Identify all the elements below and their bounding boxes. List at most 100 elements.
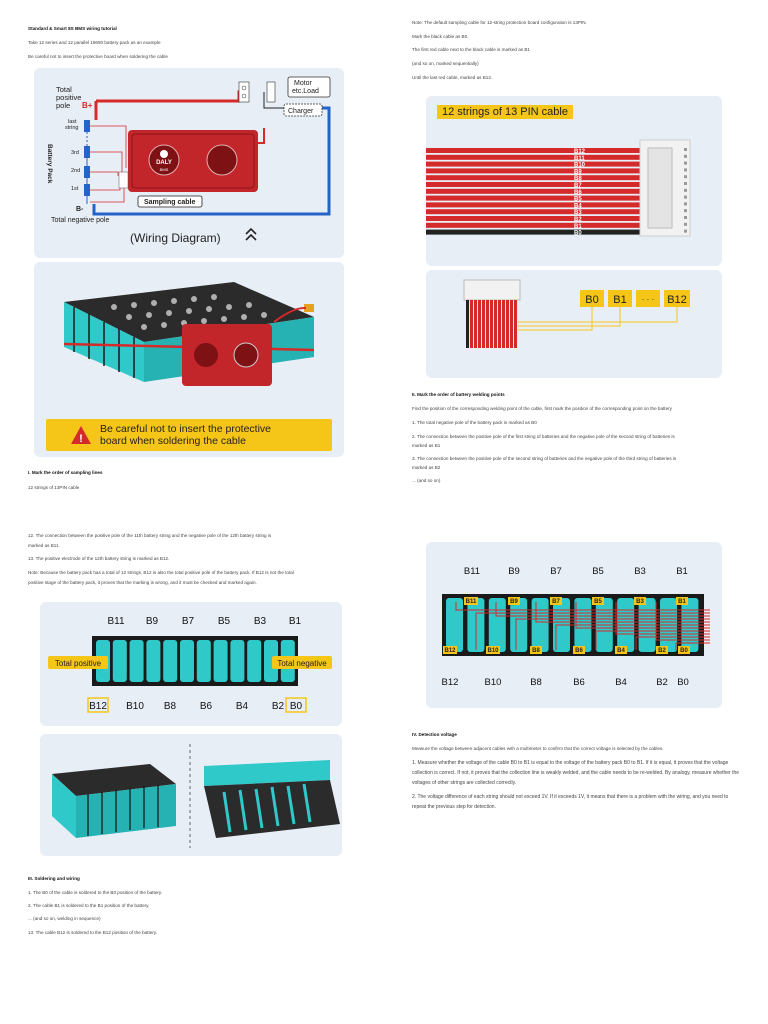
svg-text:B2: B2 — [658, 648, 666, 654]
svg-text:B11: B11 — [107, 616, 124, 627]
svg-text:B2: B2 — [272, 701, 285, 712]
svg-text:B11: B11 — [574, 156, 585, 162]
wiring-diagram-caption: (Wiring Diagram) — [130, 231, 221, 245]
pack-holders-panel — [40, 734, 342, 856]
svg-text:1st: 1st — [71, 186, 79, 192]
mark-first-red-line: The first red cable next to the black ca… — [412, 47, 530, 52]
total-negative-tag — [272, 656, 332, 669]
svg-text:Charger: Charger — [288, 108, 314, 115]
pack-holders-illustration — [52, 744, 340, 848]
bms-board-photo — [182, 324, 272, 386]
step-13-line: 13. The positive electrode of the 12th b… — [28, 556, 170, 561]
svg-text:B7: B7 — [574, 183, 582, 189]
svg-text:B3: B3 — [574, 210, 582, 216]
intro-warning-line: Be careful not to insert the protective … — [28, 54, 168, 59]
right-pack-diagram: B11 B9 B7 B5 B3 B1 B12 B10 B8 B6 B4 B2 B… — [442, 566, 710, 688]
battery-pack-panel: ! Be careful not to insert the protectiv… — [34, 262, 344, 457]
svg-text:B10: B10 — [485, 677, 502, 688]
svg-text:B3: B3 — [254, 616, 267, 627]
battery-string-diagram — [84, 120, 90, 204]
bms-board — [128, 130, 258, 192]
svg-text:B6: B6 — [574, 190, 582, 196]
svg-text:B12: B12 — [444, 648, 456, 654]
svg-text:B5: B5 — [594, 599, 602, 605]
svg-text:B4: B4 — [236, 701, 249, 712]
svg-text:B10: B10 — [126, 701, 144, 712]
seq-ellipsis-tag — [636, 290, 660, 307]
svg-text:B3: B3 — [636, 599, 644, 605]
svg-text:· · ·: · · · — [642, 295, 654, 304]
svg-text:B+: B+ — [82, 101, 93, 110]
weld-point-ellipsis: ... (and so on) — [412, 478, 441, 483]
battery-pack-illustration — [63, 282, 315, 386]
total-positive-tag — [48, 656, 108, 669]
battery-pack-label: Battery Pack — [46, 144, 53, 184]
svg-text:Total negative: Total negative — [277, 659, 327, 668]
mark-black-line: Mark the black cable as B0. — [412, 34, 469, 39]
svg-text:B4: B4 — [615, 677, 627, 688]
warning-icon: ! — [70, 425, 92, 445]
solder-step-13: 13. The cable B12 is soldered to the B12… — [28, 930, 158, 935]
svg-text:B7: B7 — [550, 566, 562, 577]
svg-text:B5: B5 — [218, 616, 231, 627]
svg-text:B11: B11 — [466, 599, 477, 605]
section-2-heading: II. Mark the order of battery welding po… — [412, 392, 505, 397]
seq-b12-tag — [664, 290, 690, 307]
svg-text:Sampling cable: Sampling cable — [144, 199, 195, 206]
total-negative-label: Total negative pole — [51, 217, 109, 224]
svg-text:B8: B8 — [530, 677, 542, 688]
svg-text:B5: B5 — [574, 197, 582, 203]
svg-text:B0: B0 — [574, 231, 582, 237]
mark-sequential-line: (and so on, marked sequentially) — [412, 61, 479, 66]
svg-text:B8: B8 — [574, 176, 582, 182]
motor-load-box — [287, 76, 331, 98]
solder-step-2: 2. The cable B1 is soldered to the B1 po… — [28, 903, 150, 908]
weld-point-2a: 2. The connection between the positive p… — [412, 434, 675, 439]
section-3-heading: III. Soldering and wiring — [28, 876, 80, 881]
svg-text:B7: B7 — [552, 599, 560, 605]
cable-title-tag: 12 strings of 13 PIN cable — [437, 105, 573, 119]
section-1-line: 12 strings of 13PIN cable — [28, 485, 80, 490]
cable-note: Note: The default sampling cable for 12-… — [412, 20, 587, 25]
section-4-intro: Measure the voltage between adjacent cab… — [412, 746, 664, 751]
charger-box — [283, 103, 323, 117]
weld-point-3b: marked as B2 — [412, 465, 441, 470]
svg-text:B6: B6 — [200, 701, 213, 712]
detection-step-2: 2. The voltage difference of each string… — [412, 794, 729, 810]
svg-text:B12: B12 — [442, 677, 459, 688]
left-pack-diagram-panel: B11 B9 B7 B5 B3 B1 B12 B10 B8 B6 B4 B2 B… — [40, 602, 342, 726]
seq-b0-tag — [580, 290, 604, 307]
svg-text:3rd: 3rd — [71, 150, 79, 156]
note-line-2: positive stage of the battery pack, it p… — [28, 580, 257, 585]
connector-illustration: B0 B1 · · · B12 — [463, 279, 690, 348]
svg-text:B8: B8 — [164, 701, 177, 712]
weld-point-3a: 3. The connection between the positive p… — [412, 456, 677, 461]
svg-text:B6: B6 — [575, 648, 583, 654]
connector-panel: B0 B1 · · · B12 — [426, 270, 722, 378]
svg-text:B10: B10 — [487, 648, 499, 654]
step-12-line-a: 12. The connection between the positive … — [28, 533, 272, 538]
svg-text:B-: B- — [76, 206, 84, 213]
svg-text:B0: B0 — [585, 294, 598, 306]
svg-text:2nd: 2nd — [71, 168, 80, 174]
svg-text:B9: B9 — [574, 169, 582, 175]
warning-line-1: Be careful not to insert the protective — [100, 423, 272, 435]
svg-text:B12: B12 — [89, 701, 107, 712]
detection-step-1: 1. Measure whether the voltage of the ca… — [412, 760, 740, 786]
svg-text:B1: B1 — [678, 599, 686, 605]
warning-line-2: board when soldering the cable — [100, 435, 246, 447]
weld-point-2b: marked as B1 — [412, 443, 441, 448]
svg-text:B1: B1 — [289, 616, 302, 627]
svg-text:!: ! — [79, 433, 83, 445]
svg-text:Total positive: Total positive — [55, 659, 102, 668]
svg-text:DALY: DALY — [156, 160, 172, 166]
svg-text:B9: B9 — [510, 599, 518, 605]
sampling-cable-box — [137, 195, 203, 208]
svg-text:B9: B9 — [508, 566, 520, 577]
svg-text:B4: B4 — [617, 648, 625, 654]
